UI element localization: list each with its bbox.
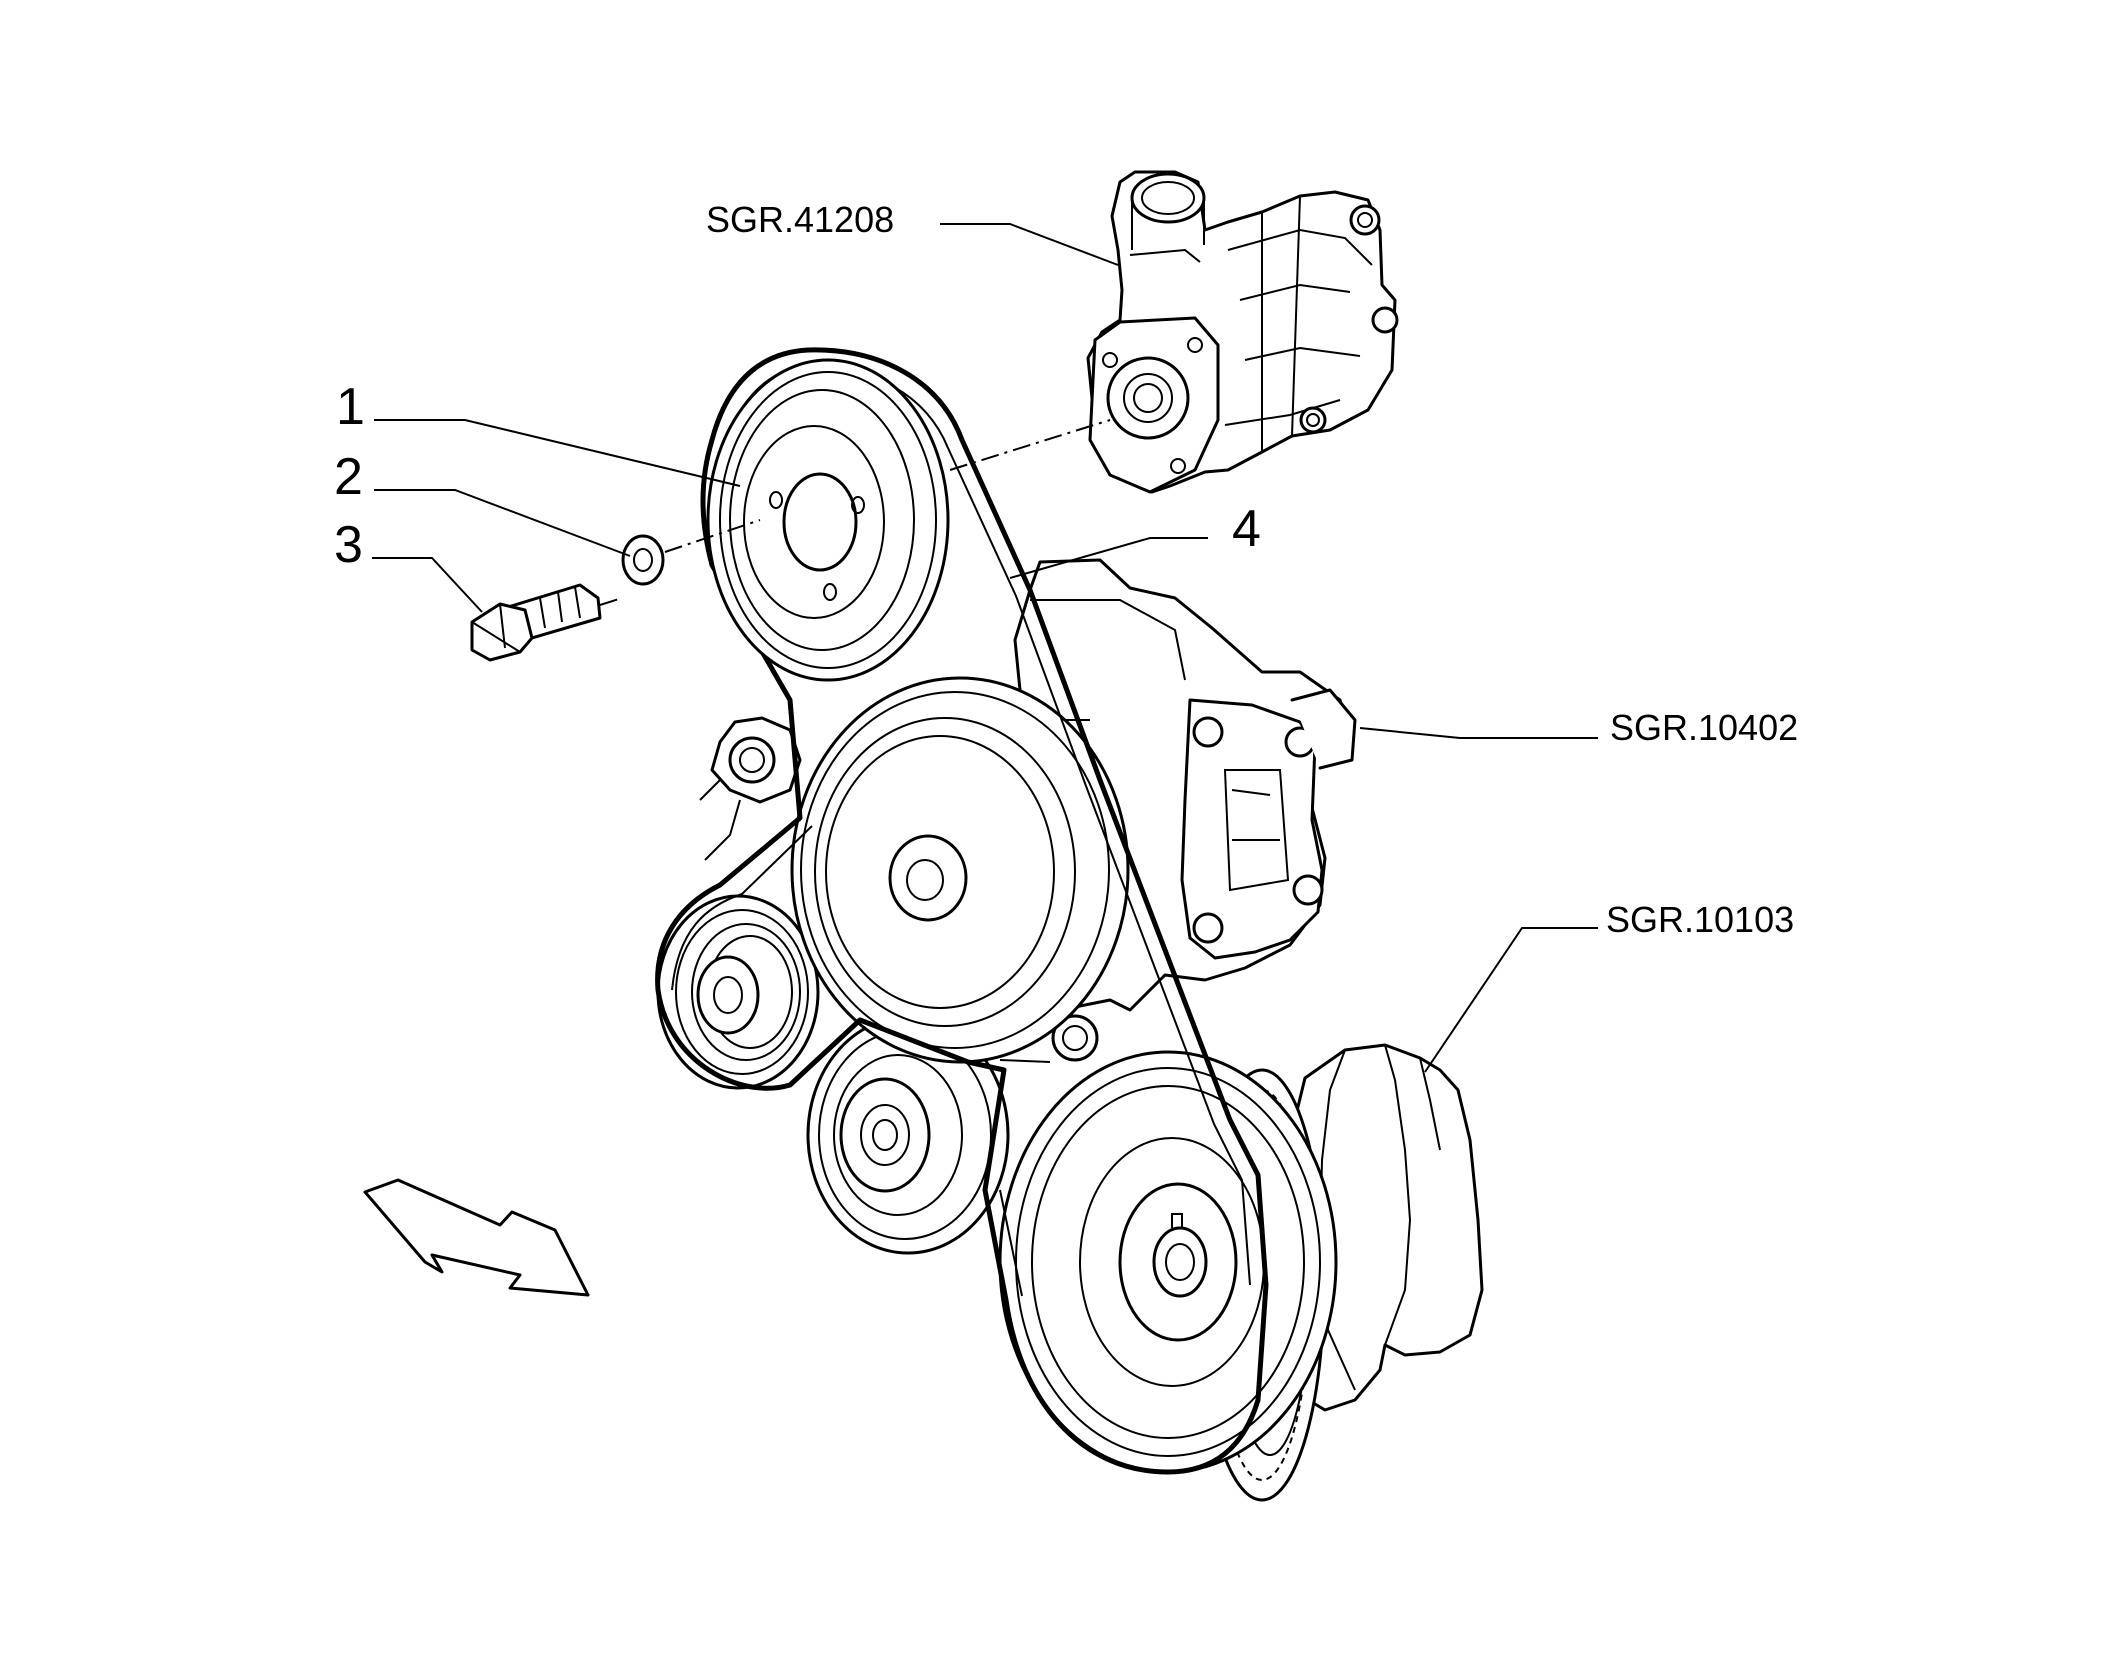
- pulley-axis-line: [949, 419, 1111, 471]
- water-pump-pulley: [790, 676, 1130, 1064]
- idler-pulley: [806, 1015, 1010, 1255]
- callout-1: 1: [336, 378, 365, 436]
- front-direction-arrow-icon: [363, 1178, 590, 1297]
- washer: [621, 534, 665, 586]
- callout-3: 3: [334, 516, 363, 574]
- crankshaft-pulley: [998, 1050, 1338, 1474]
- alternator-pulley: [656, 894, 820, 1090]
- bolt: [470, 583, 602, 662]
- fastener-axis-line: [664, 519, 761, 553]
- power-steering-pump: [1086, 170, 1399, 494]
- ref-crankshaft: SGR.10103: [1606, 899, 1794, 940]
- callout-4: 4: [1232, 500, 1261, 558]
- ref-water-pump: SGR.10402: [1610, 707, 1798, 748]
- leader-lines: [372, 223, 1598, 1073]
- bolt-axis-line: [599, 597, 623, 606]
- ref-power-steering-pump: SGR.41208: [706, 199, 894, 240]
- callout-2: 2: [334, 448, 363, 506]
- power-steering-pulley: [706, 358, 950, 682]
